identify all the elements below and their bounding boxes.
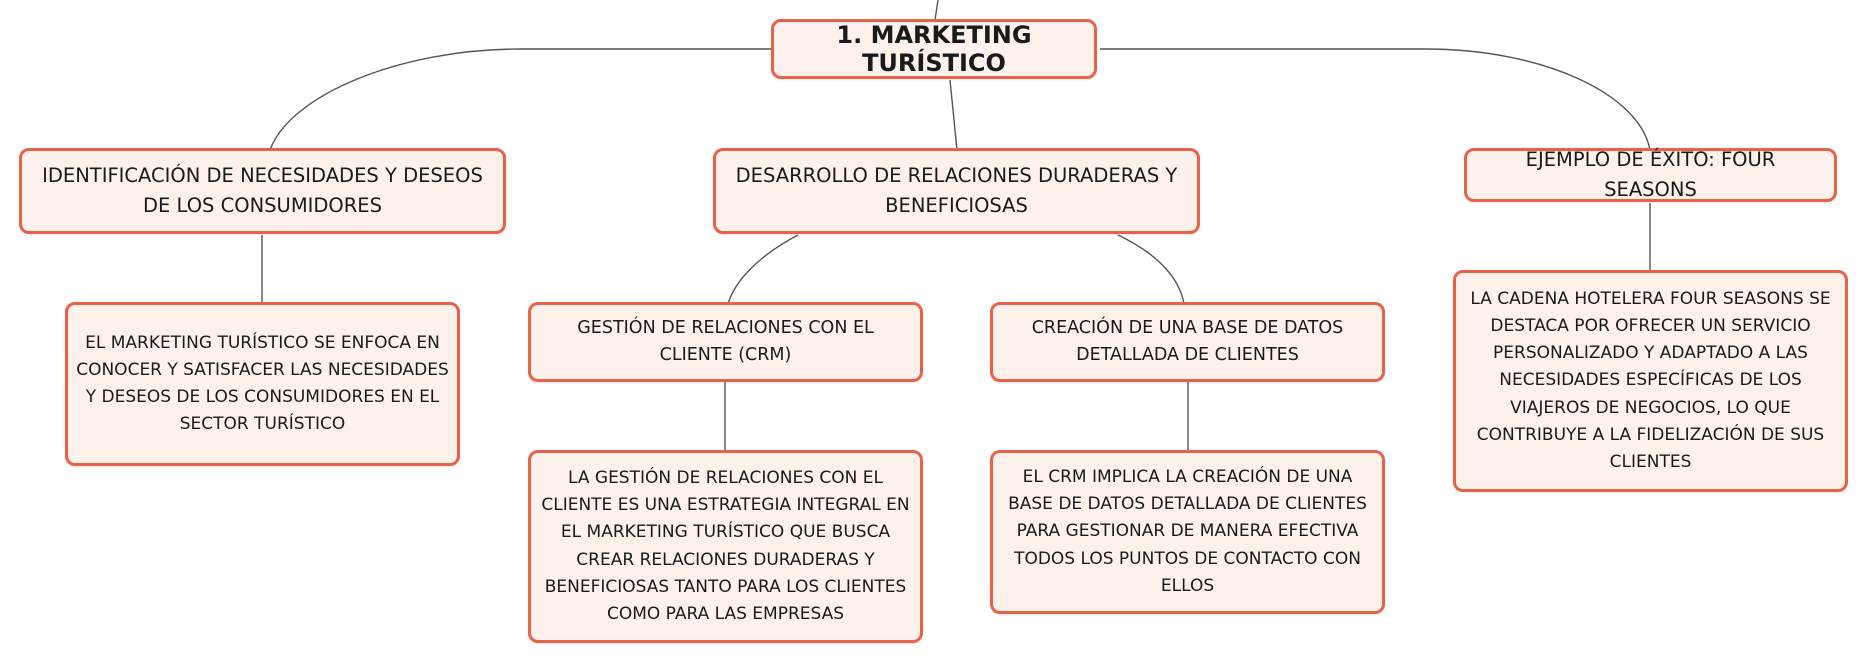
root-topic-label: 1. MARKETING TURÍSTICO xyxy=(836,21,1032,77)
ejemplo-detail-text: LA CADENA HOTELERA FOUR SEASONS SE DESTA… xyxy=(1470,288,1831,472)
crm-node[interactable]: GESTIÓN DE RELACIONES CON EL CLIENTE (CR… xyxy=(528,302,923,382)
desarrollo-node[interactable]: DESARROLLO DE RELACIONES DURADERAS Y BEN… xyxy=(713,148,1200,234)
identificacion-label: IDENTIFICACIÓN DE NECESIDADES Y DESEOS D… xyxy=(42,163,483,217)
ejemplo-node[interactable]: EJEMPLO DE ÉXITO: FOUR SEASONS xyxy=(1464,148,1837,202)
identificacion-detail-node[interactable]: EL MARKETING TURÍSTICO SE ENFOCA EN CONO… xyxy=(65,302,460,466)
base-datos-label: CREACIÓN DE UNA BASE DE DATOS DETALLADA … xyxy=(1031,317,1344,365)
connector-desarrollo-to-base-datos xyxy=(1117,234,1185,305)
identificacion-node[interactable]: IDENTIFICACIÓN DE NECESIDADES Y DESEOS D… xyxy=(19,148,506,234)
base-datos-node[interactable]: CREACIÓN DE UNA BASE DE DATOS DETALLADA … xyxy=(990,302,1385,382)
desarrollo-label: DESARROLLO DE RELACIONES DURADERAS Y BEN… xyxy=(735,163,1178,217)
connector-parent-to-root xyxy=(934,0,939,21)
identificacion-detail-text: EL MARKETING TURÍSTICO SE ENFOCA EN CONO… xyxy=(76,332,449,435)
connector-root-to-desarrollo xyxy=(949,79,958,151)
connector-desarrollo-to-crm xyxy=(727,234,799,305)
connector-root-to-ejemplo xyxy=(1100,48,1651,151)
crm-detail-text: LA GESTIÓN DE RELACIONES CON EL CLIENTE … xyxy=(541,467,910,624)
base-datos-detail-text: EL CRM IMPLICA LA CREACIÓN DE UNA BASE D… xyxy=(1008,467,1367,596)
connector-root-to-identificacion xyxy=(269,48,773,151)
ejemplo-detail-node[interactable]: LA CADENA HOTELERA FOUR SEASONS SE DESTA… xyxy=(1453,270,1848,492)
base-datos-detail-node[interactable]: EL CRM IMPLICA LA CREACIÓN DE UNA BASE D… xyxy=(990,450,1385,614)
crm-detail-node[interactable]: LA GESTIÓN DE RELACIONES CON EL CLIENTE … xyxy=(528,450,923,643)
ejemplo-label: EJEMPLO DE ÉXITO: FOUR SEASONS xyxy=(1525,147,1776,201)
root-topic-node[interactable]: 1. MARKETING TURÍSTICO xyxy=(771,19,1097,79)
crm-label: GESTIÓN DE RELACIONES CON EL CLIENTE (CR… xyxy=(577,317,874,365)
